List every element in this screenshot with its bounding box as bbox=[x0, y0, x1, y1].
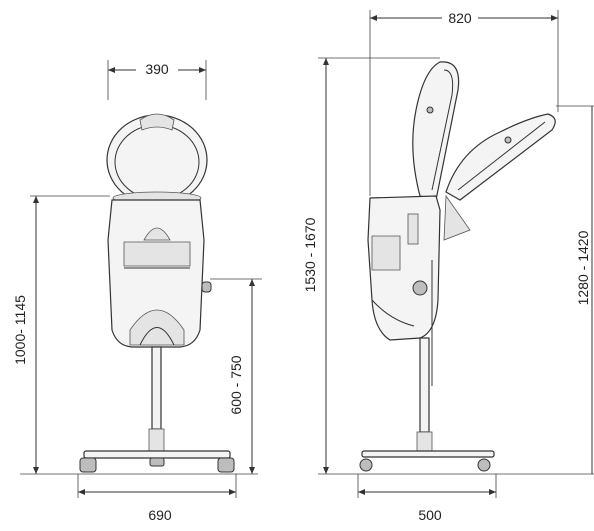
side-hood-tilted bbox=[443, 113, 556, 241]
dim-front-base-width: 690 bbox=[77, 474, 237, 523]
side-base bbox=[359, 450, 495, 472]
front-hood bbox=[106, 113, 208, 206]
side-body bbox=[367, 195, 441, 341]
label-side-arm-height: 1280 - 1420 bbox=[575, 230, 591, 305]
dim-front-seat-height: 600 - 750 bbox=[210, 278, 262, 474]
dim-side-arm-reach: 820 bbox=[369, 9, 559, 196]
label-side-arm-reach: 820 bbox=[448, 10, 472, 26]
front-body bbox=[107, 199, 212, 348]
dim-side-arm-height: 1280 - 1420 bbox=[556, 105, 594, 474]
front-view: 390 690 1000- 1145 600 - 750 bbox=[12, 60, 262, 523]
label-side-total-height: 1530 - 1670 bbox=[302, 217, 318, 292]
front-column bbox=[148, 346, 165, 452]
side-hood-raised bbox=[412, 61, 460, 201]
label-front-width-top: 390 bbox=[145, 61, 169, 77]
dim-side-base-width: 500 bbox=[357, 474, 497, 523]
label-front-base-width: 690 bbox=[148, 507, 172, 523]
dim-side-total-height: 1530 - 1670 bbox=[302, 57, 440, 474]
dim-front-total-height: 1000- 1145 bbox=[12, 195, 110, 474]
side-view: 820 1530 - 1670 1280 - 1420 500 bbox=[302, 9, 594, 523]
label-side-base-width: 500 bbox=[418, 507, 442, 523]
label-front-seat-height: 600 - 750 bbox=[228, 355, 244, 414]
label-front-total-height: 1000- 1145 bbox=[12, 295, 28, 365]
dim-front-width-top: 390 bbox=[107, 60, 207, 100]
front-base bbox=[79, 450, 235, 473]
